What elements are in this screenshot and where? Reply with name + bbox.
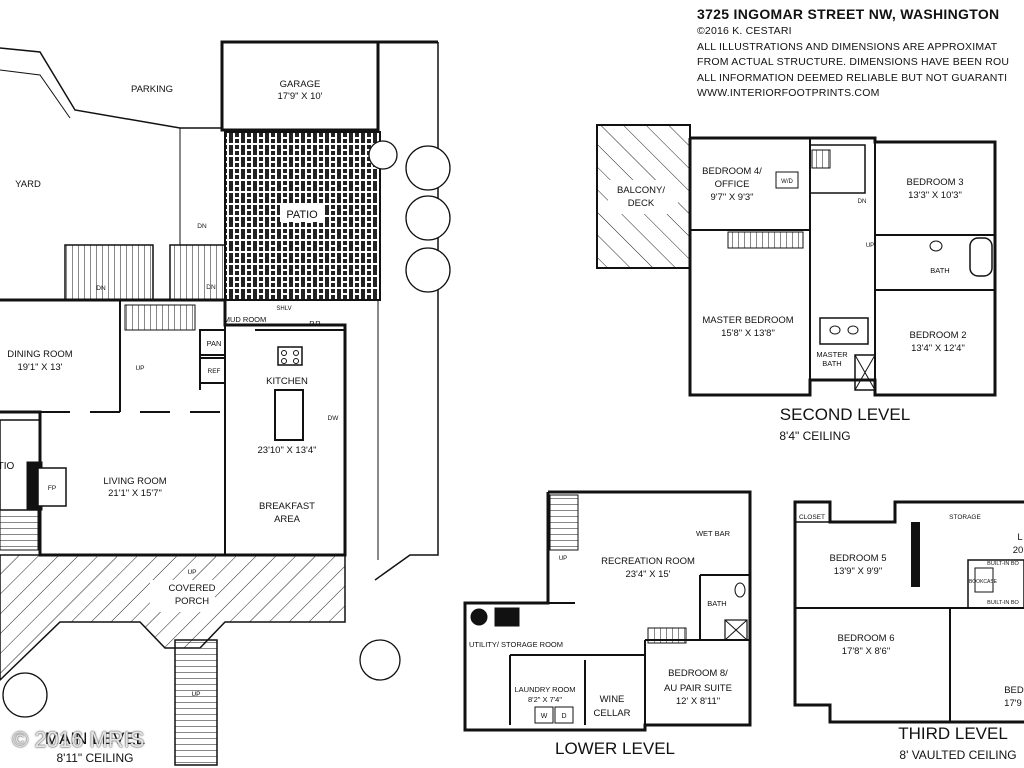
stairs-down-label-1: DN <box>96 285 106 292</box>
disclaimer-line-2: FROM ACTUAL STRUCTURE. DIMENSIONS HAVE B… <box>697 56 1010 68</box>
recreation-room-label: RECREATION ROOM <box>601 556 695 567</box>
laundry-room-label: LAUNDRY ROOM <box>515 685 576 694</box>
main-level-plan <box>0 40 451 766</box>
porch-label: COVERED <box>169 583 216 594</box>
lower-level-title: LOWER LEVEL <box>555 739 675 758</box>
second-level-labels: BALCONY/ DECK BEDROOM 4/ OFFICE 9'7" X 9… <box>617 166 967 443</box>
balcony-label: BALCONY/ <box>617 185 665 196</box>
copyright-line: ©2016 K. CESTARI <box>697 25 792 37</box>
property-address: 3725 INGOMAR STREET NW, WASHINGTON <box>697 6 1000 22</box>
builtin-label: BUILT-IN BO <box>987 561 1019 567</box>
bedroom4-label: BEDROOM 4/ <box>702 166 762 177</box>
second-level-title: SECOND LEVEL <box>780 405 910 424</box>
garage-dims: 17'9" X 10' <box>277 91 322 102</box>
mris-watermark: © 2016 MRIS <box>12 727 145 752</box>
bedroom5-label: BEDROOM 5 <box>829 553 886 564</box>
disclaimer-line-1: ALL ILLUSTRATIONS AND DIMENSIONS ARE APP… <box>697 40 998 53</box>
dishwasher-label: DW <box>328 415 340 422</box>
living-room-dims: 21'1" X 15'7" <box>108 488 162 499</box>
pantry-label: PAN <box>207 339 222 348</box>
laundry-room-dims: 8'2" X 7'4" <box>528 695 562 704</box>
mud-room-label: MUD ROOM <box>224 315 267 324</box>
powder-room-label: P.R. <box>309 319 323 328</box>
bedroom8-label-2: AU PAIR SUITE <box>664 683 732 694</box>
third-level-plan <box>793 500 1024 724</box>
dining-room-dims: 19'1" X 13' <box>17 362 62 373</box>
third-partial-bedroom-label: BED <box>1004 685 1024 696</box>
third-partial-bedroom-dims: 17'9 <box>1004 698 1022 709</box>
yard-label: YARD <box>15 179 41 190</box>
lower-stairs-up-label: UP <box>559 556 567 562</box>
living-room-label: LIVING ROOM <box>103 476 166 487</box>
master-bedroom-dims: 15'8" X 13'8" <box>721 328 775 339</box>
shelves-label: SHLV <box>276 306 291 312</box>
bedroom4-dims: 9'7" X 9'3" <box>710 192 753 203</box>
refrigerator-label: REF <box>208 368 221 375</box>
bedroom2-dims: 13'4" X 12'4" <box>911 343 965 354</box>
front-steps-up-label: UP <box>191 691 200 698</box>
plan-header: 3725 INGOMAR STREET NW, WASHINGTON ©2016… <box>697 4 1009 102</box>
third-level-title: THIRD LEVEL <box>898 724 1008 743</box>
utility-room-label: UTILITY/ STORAGE ROOM <box>469 640 563 649</box>
master-bedroom-label: MASTER BEDROOM <box>702 315 793 326</box>
bedroom6-dims: 17'8" X 8'6" <box>842 646 890 657</box>
third-level-labels: CLOSET STORAGE BEDROOM 5 13'9" X 9'9" BE… <box>799 514 1024 762</box>
main-level-labels: GARAGE 17'9" X 10' PARKING YARD PATIO DI… <box>0 79 339 765</box>
third-partial-room-label: L <box>1017 532 1022 543</box>
fireplace-label: FP <box>48 485 56 492</box>
closet-label: CLOSET <box>799 514 825 521</box>
side-patio-label: TIO <box>0 461 15 472</box>
bedroom4-label-2: OFFICE <box>715 179 750 190</box>
stairs-down-label: DN <box>858 199 867 205</box>
master-bath-label: MASTER <box>816 350 848 359</box>
lower-bath-label: BATH <box>707 599 726 608</box>
stairs-down-label-3: DN <box>197 223 207 230</box>
third-level-ceiling: 8' VAULTED CEILING <box>899 748 1016 762</box>
bookcase-label: BOOKCASE <box>969 579 998 585</box>
bedroom8-label: BEDROOM 8/ <box>668 668 728 679</box>
stairs-up-label: UP <box>866 243 874 249</box>
storage-label: STORAGE <box>949 514 981 521</box>
bedroom5-dims: 13'9" X 9'9" <box>834 566 882 577</box>
porch-label-2: PORCH <box>175 596 209 607</box>
washer-dryer-label: W/D <box>781 179 793 185</box>
patio-label: PATIO <box>286 209 318 221</box>
lower-level-labels: RECREATION ROOM 23'4" X 15' WET BAR BATH… <box>469 529 732 758</box>
bedroom8-dims: 12' X 8'11" <box>676 696 720 707</box>
second-level-ceiling: 8'4" CEILING <box>779 429 850 443</box>
porch-up-label: UP <box>187 569 196 576</box>
breakfast-label-2: AREA <box>274 514 301 525</box>
second-level-plan <box>596 124 997 397</box>
washer-label: W <box>541 713 548 720</box>
bedroom3-label: BEDROOM 3 <box>906 177 963 188</box>
breakfast-label: BREAKFAST <box>259 501 315 512</box>
builtin-label-2: BUILT-IN BO <box>987 600 1019 606</box>
master-bath-label-2: BATH <box>822 359 841 368</box>
wet-bar-label: WET BAR <box>696 529 731 538</box>
dining-room-label: DINING ROOM <box>7 349 73 360</box>
website-line: WWW.INTERIORFOOTPRINTS.COM <box>697 87 880 99</box>
wine-cellar-label-2: CELLAR <box>594 708 631 719</box>
disclaimer-line-3: ALL INFORMATION DEEMED RELIABLE BUT NOT … <box>697 71 1008 84</box>
main-level-ceiling: 8'11" CEILING <box>56 751 133 765</box>
main-level-title: MAIN LEVEL <box>45 729 145 748</box>
bath-label: BATH <box>930 266 949 275</box>
balcony-label-2: DECK <box>628 198 655 209</box>
dryer-label: D <box>561 713 566 720</box>
bedroom2-label: BEDROOM 2 <box>909 330 966 341</box>
recreation-room-dims: 23'4" X 15' <box>625 569 670 580</box>
kitchen-label: KITCHEN <box>266 376 308 387</box>
kitchen-dims: 23'10" X 13'4" <box>258 445 317 456</box>
lower-level-plan <box>463 490 752 732</box>
bedroom6-label: BEDROOM 6 <box>837 633 894 644</box>
parking-label: PARKING <box>131 84 173 95</box>
wine-cellar-label: WINE <box>600 694 625 705</box>
stairs-down-label-2: DN <box>206 284 216 291</box>
stairs-up-label: UP <box>135 365 144 372</box>
third-partial-room-dims: 20 <box>1013 545 1024 556</box>
bedroom3-dims: 13'3" X 10'3" <box>908 190 962 201</box>
garage-label: GARAGE <box>280 79 321 90</box>
